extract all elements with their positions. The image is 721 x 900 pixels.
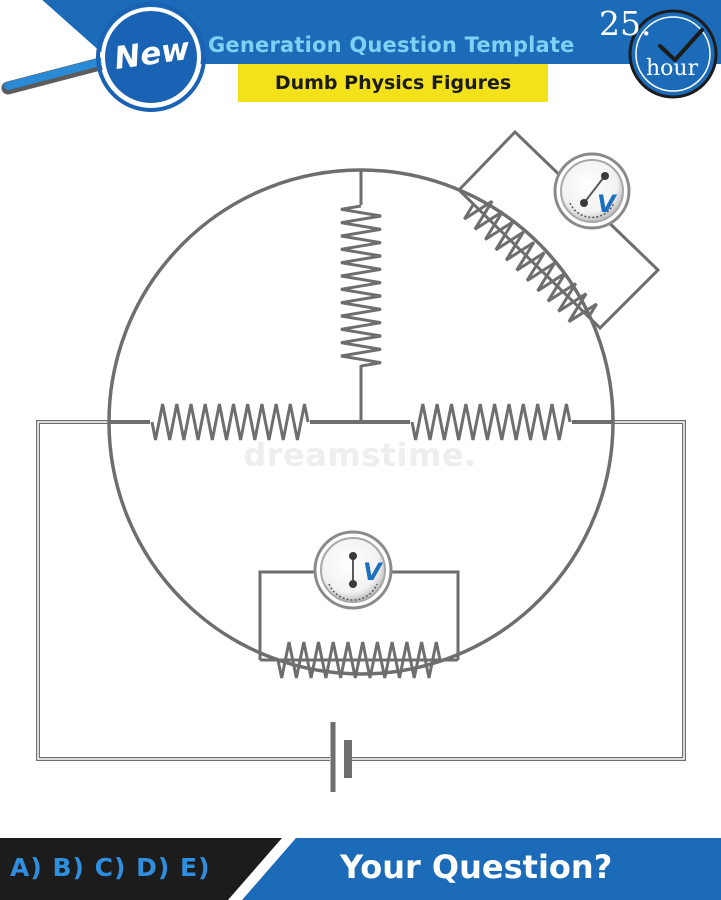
resistor-right (410, 403, 572, 441)
footer-white-slant (228, 838, 296, 900)
subtitle-box: Dumb Physics Figures (238, 64, 548, 102)
question-text: Your Question? (340, 848, 613, 886)
watermark: dreamstime. (243, 436, 477, 474)
answer-options: A) B) C) D) E) (10, 853, 211, 882)
voltmeter-top-label: V (597, 190, 616, 218)
footer-bar (0, 838, 721, 900)
top-right-branch-wire (456, 129, 661, 331)
header-banner (0, 0, 721, 66)
voltmeter-bottom-label: V (363, 558, 382, 586)
voltmeter-top (553, 152, 631, 230)
clock-icon (628, 9, 718, 99)
magnifier-icon (1, 2, 206, 112)
resistor-left (150, 403, 310, 441)
new-badge (101, 7, 201, 107)
banner-blue-band (40, 0, 721, 64)
voltmeter-bottom (313, 530, 393, 610)
resistor-icon (150, 200, 598, 679)
footer-right-panel (236, 838, 721, 900)
circuit-diagram (36, 129, 686, 792)
battery-icon (330, 722, 352, 792)
voltmeter-icon (313, 152, 631, 610)
clock-number: 25. (599, 4, 652, 43)
resistor-vertical (340, 204, 382, 368)
clock-unit: hour (646, 56, 699, 81)
banner-title: Generation Question Template (208, 33, 575, 57)
checkmark-icon (658, 28, 704, 62)
